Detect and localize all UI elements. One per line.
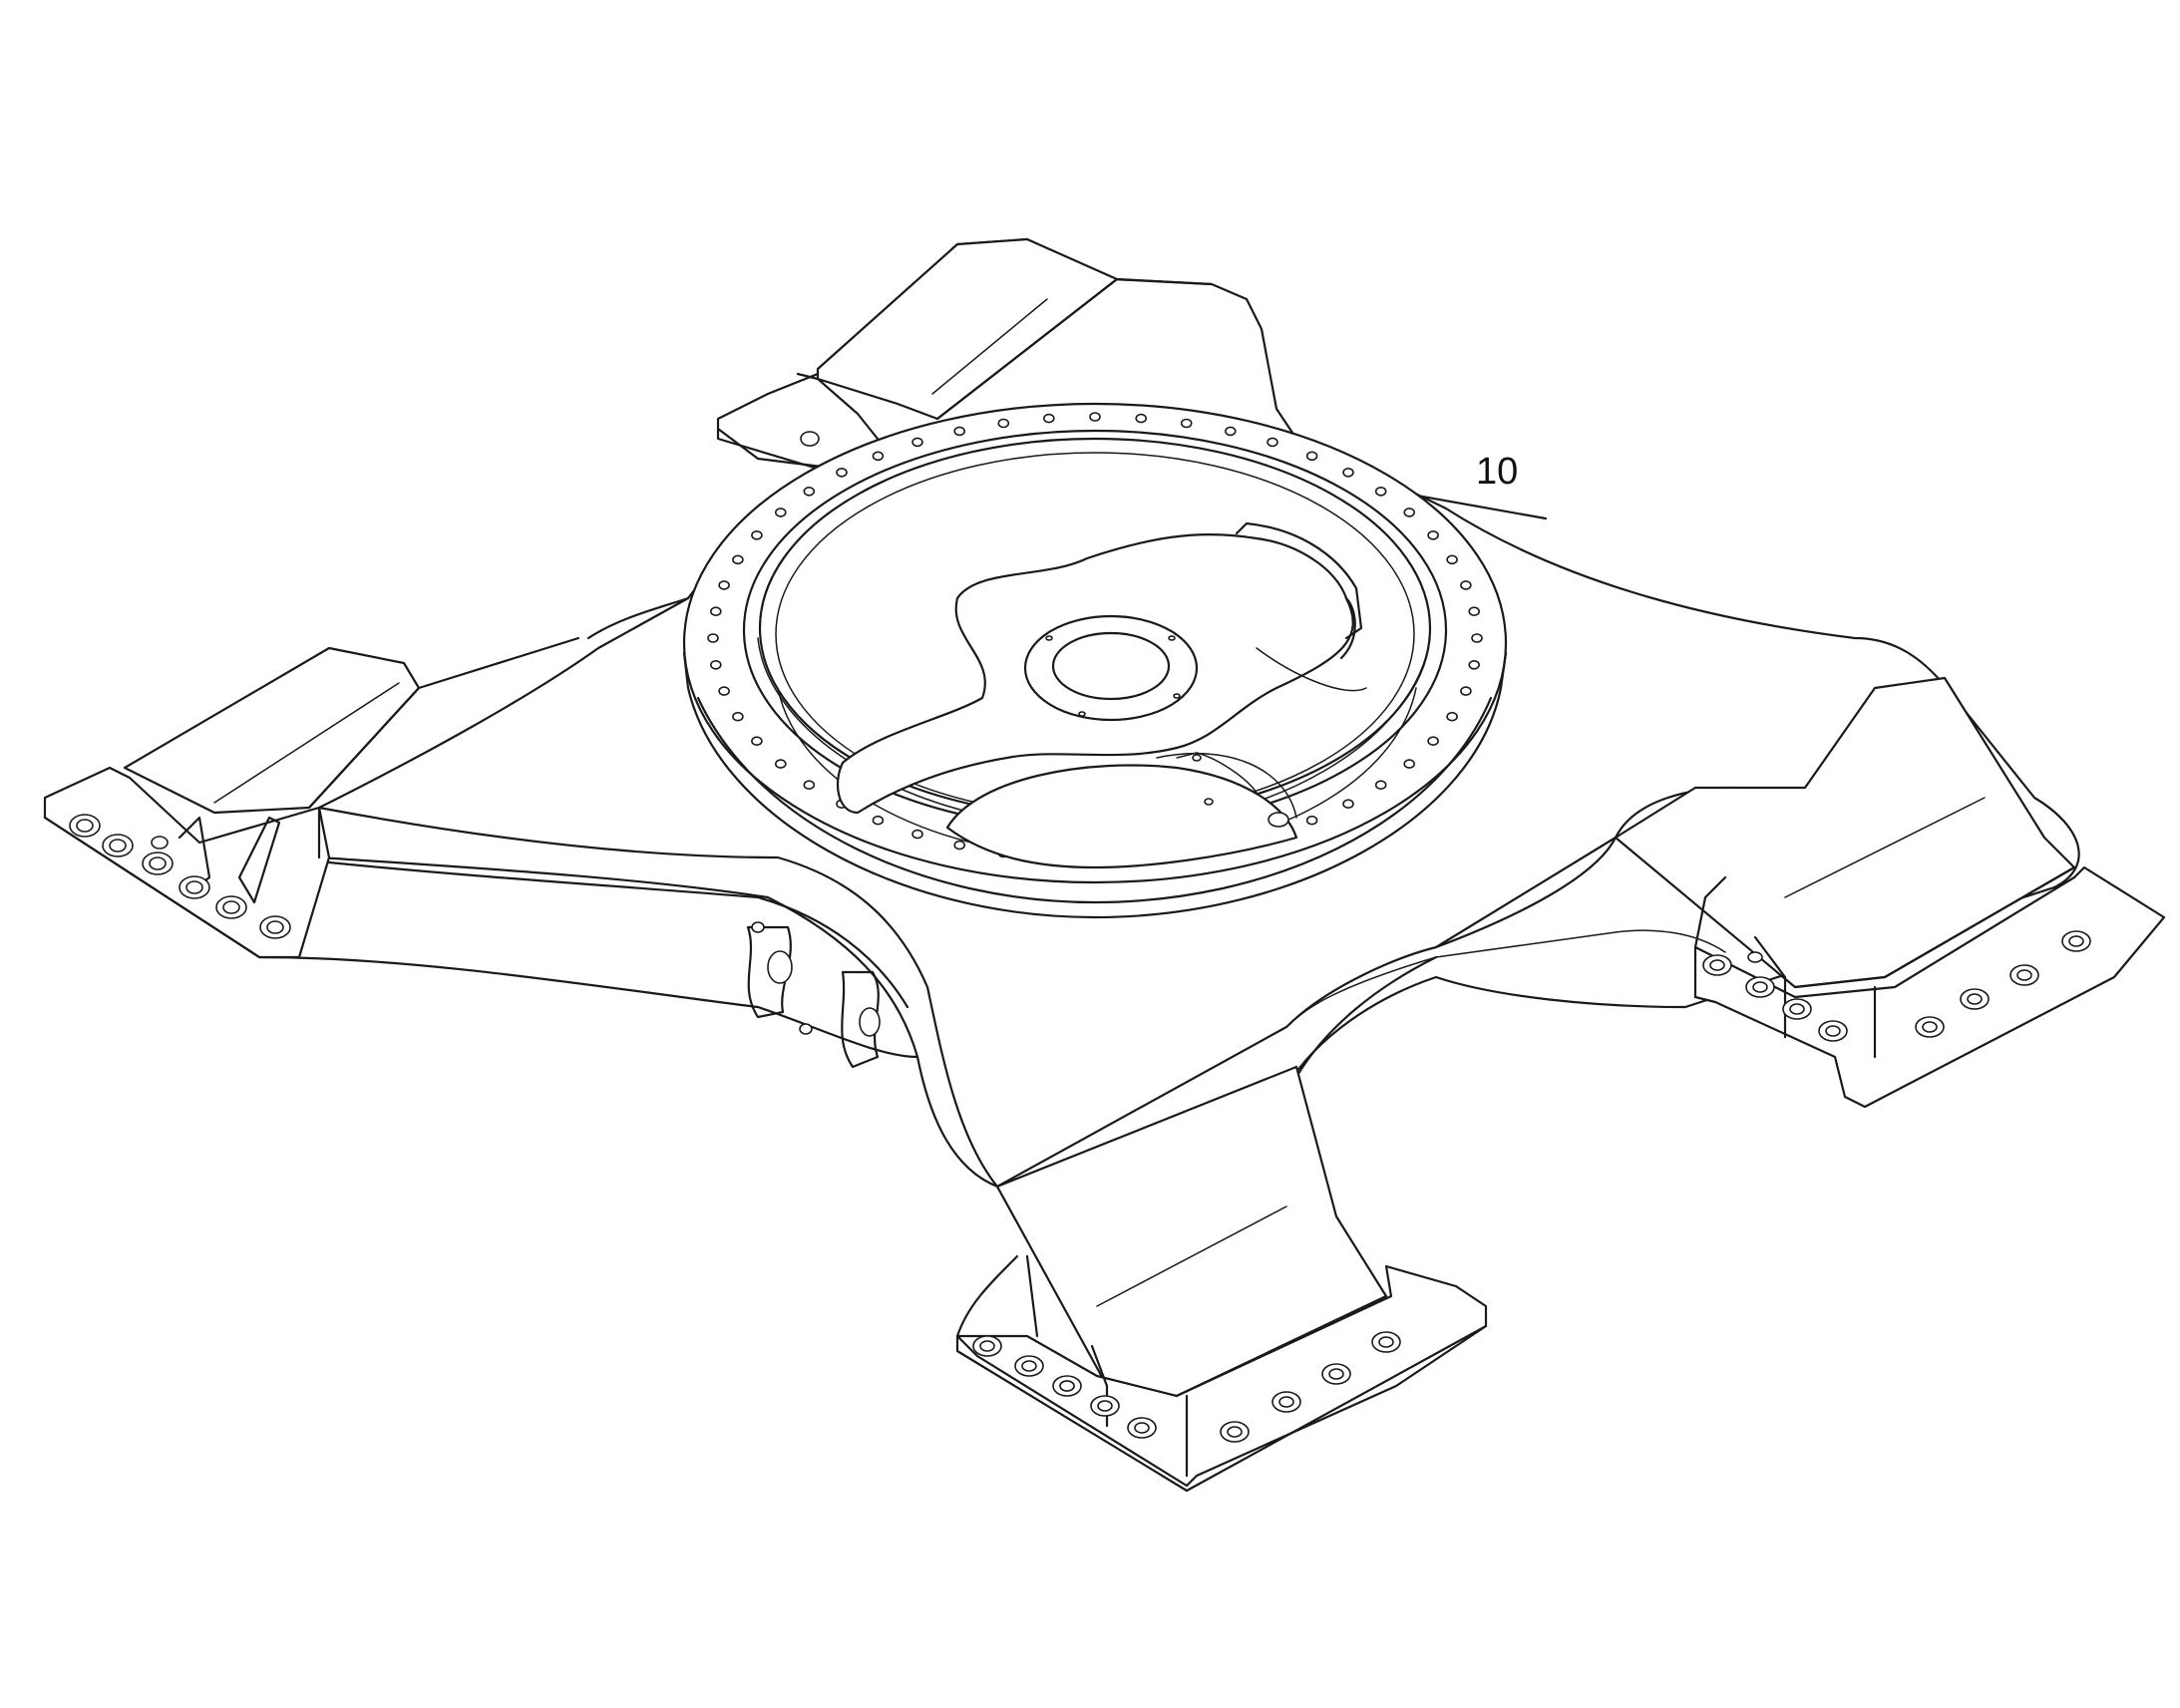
ring-bolt-hole — [1403, 759, 1415, 769]
ring-bolt-hole — [1374, 486, 1387, 497]
ring-bolt-hole — [1446, 554, 1458, 565]
ring-bolt-hole — [1446, 711, 1458, 722]
ring-bolt-hole — [1471, 633, 1483, 643]
ring-bolt-hole — [872, 815, 885, 826]
ring-bolt-hole — [1043, 413, 1055, 424]
ring-bolt-hole — [803, 780, 816, 791]
ring-bolt-hole — [953, 840, 966, 851]
ring-bolt-hole — [1342, 467, 1354, 478]
ring-bolt-hole — [707, 633, 719, 643]
ring-bolt-hole — [911, 437, 923, 448]
ring-bolt-hole — [1267, 437, 1278, 448]
ring-bolt-hole — [1468, 606, 1480, 617]
front-flange-bolts — [972, 1331, 1401, 1443]
ring-bolt-hole — [1374, 780, 1387, 791]
right-flange-bolts — [1702, 930, 2091, 1042]
ring-bolt-hole — [836, 467, 848, 478]
ring-bolt-hole — [803, 486, 816, 497]
ring-bolt-hole — [1460, 580, 1472, 590]
ring-bolt-hole — [1342, 799, 1354, 810]
arm-right — [1282, 676, 2166, 1218]
ring-bolt-hole — [1225, 426, 1237, 437]
ring-bolt-hole — [1305, 451, 1318, 462]
arm-left — [43, 636, 919, 1059]
ring-bolt-hole — [1403, 508, 1415, 517]
ring-bolt-hole — [1427, 736, 1439, 747]
ring-bolt-hole — [1180, 418, 1193, 429]
ring-bolt-hole — [732, 554, 744, 565]
ring-bolt-hole — [872, 451, 885, 462]
ring-bolt-hole — [1135, 413, 1147, 424]
ring-bolt-hole — [718, 580, 730, 590]
ring-bolt-hole — [774, 759, 787, 769]
ring-bolt-hole — [751, 529, 763, 540]
ring-bolt-hole — [709, 606, 722, 617]
callout-label-10: 10 — [1476, 451, 1518, 493]
ring-bolt-hole — [911, 829, 923, 840]
ring-bolt-hole — [1305, 815, 1318, 826]
inner-spider — [836, 521, 1367, 869]
underside-lugs — [746, 921, 881, 1069]
ring-bolt-hole — [709, 659, 722, 670]
arm-front — [955, 1065, 1488, 1493]
ring-bolt-hole — [732, 711, 744, 722]
ring-bolt-hole — [997, 418, 1010, 429]
ring-bolt-hole — [774, 508, 787, 517]
ring-bolt-hole — [718, 686, 730, 696]
ring-bolt-hole — [751, 736, 763, 747]
ring-bolt-hole — [1089, 412, 1101, 422]
left-flange-bolts — [69, 814, 291, 939]
ring-bolt-hole — [1468, 659, 1480, 670]
ring-bolt-hole — [953, 426, 966, 437]
ring-bolt-hole — [1427, 529, 1439, 540]
ring-bolt-hole — [1460, 686, 1472, 696]
